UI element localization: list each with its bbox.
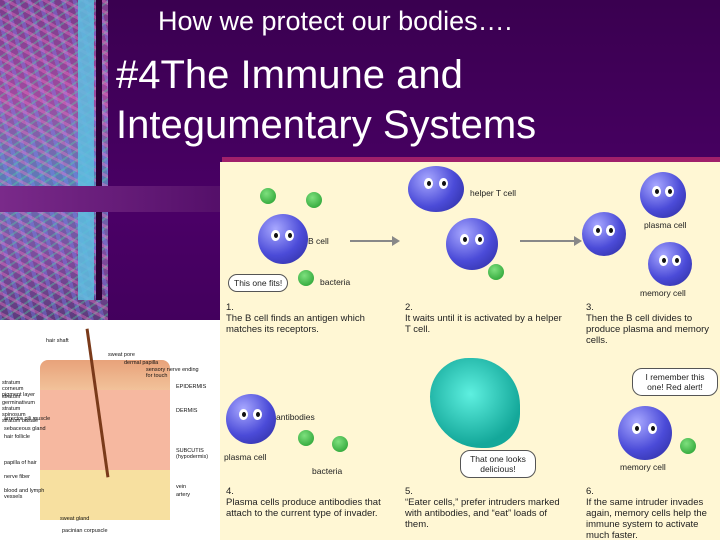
slide-title: #4The Immune and Integumentary Systems [116,50,716,150]
label-subcutis: SUBCUTIS (hypodermis) [176,448,209,460]
label-bacteria-1: bacteria [320,277,351,287]
bacteria-illustration [298,270,314,286]
label-vein: vein [176,484,187,490]
speech-bubble-delicious: That one looks delicious! [460,450,536,478]
label-bacteria-2: bacteria [312,466,343,476]
label-memory-cell-2: memory cell [620,462,666,472]
title-underline [222,157,720,163]
speech-bubble-remember: I remember this one! Red alert! [632,368,718,396]
helper-t-cell-illustration [408,166,464,212]
label-dermis: DERMIS [176,408,198,414]
bacteria-illustration [260,188,276,204]
immune-response-diagram: B cell bacteria This one fits! helper T … [220,162,720,540]
label-hair-shaft: hair shaft [46,338,69,344]
bacteria-illustration [298,430,314,446]
step-3-caption: 3.Then the B cell divides to produce pla… [586,302,710,346]
label-artery: artery [176,492,191,498]
label-dermal-papilla: dermal papilla [124,360,159,366]
label-papilla-of-hair: papilla of hair [4,460,37,466]
label-pacinian-corpuscle: pacinian corpuscle [62,528,108,534]
label-sweat-pore: sweat pore [108,352,135,358]
subcutis-layer-illustration [40,470,170,520]
step-5-caption: 5.“Eater cells,” prefer intruders marked… [405,486,560,530]
b-cell-waiting-illustration [446,218,498,270]
b-cell-dividing-illustration [582,212,626,256]
label-b-cell: B cell [308,236,329,246]
bacteria-illustration [680,438,696,454]
label-sweat-gland: sweat gland [60,516,90,522]
arrow-step1-to-2 [350,236,400,246]
label-helper-t-cell: helper T cell [470,188,516,198]
step-1-caption: 1.The B cell finds an antigen which matc… [226,302,365,335]
label-plasma-cell-1: plasma cell [644,220,687,230]
plasma-cell-antibody-illustration [226,394,276,444]
label-stratum-corneum: stratum corneum pigment layer [2,380,36,398]
arrow-step2-to-3 [520,236,582,246]
bacteria-illustration [306,192,322,208]
slide-title-line-1: #4The Immune and [116,53,463,97]
label-plasma-cell-2: plasma cell [224,452,267,462]
memory-cell-alert-illustration [618,406,672,460]
label-epidermis: EPIDERMIS [176,384,207,390]
epidermis-layer-illustration [40,360,170,390]
speech-bubble-fits: This one fits! [228,274,289,292]
step-4-caption: 4.Plasma cells produce antibodies that a… [226,486,381,519]
label-nerve-fiber: nerve fiber [4,474,30,480]
slide-title-line-2: Integumentary Systems [116,103,537,147]
memory-cell-illustration [648,242,692,286]
label-stratum-germinativum: stratum germinativum stratum spinosum st… [2,394,39,424]
label-arrector-pili: arrector pili muscle [4,416,51,422]
slide-subtitle: How we protect our bodies…. [158,6,513,36]
eater-cell-illustration [430,358,520,448]
b-cell-illustration [258,214,308,264]
step-2-caption: 2.It waits until it is activated by a he… [405,302,562,335]
step-6-caption: 6.If the same intruder invades again, me… [586,486,707,540]
plasma-cell-illustration [640,172,686,218]
bacteria-illustration [332,436,348,452]
label-memory-cell-1: memory cell [640,288,686,298]
label-sensory-nerve: sensory nerve ending for touch [146,367,199,379]
label-antibodies: antibodies [276,412,315,422]
label-blood-lymph-vessels: blood and lymph vessels [4,488,45,500]
bacteria-illustration [488,264,504,280]
decorative-vertical-bar [78,0,94,300]
skin-cross-section-diagram: hair shaft sweat pore dermal papilla sen… [0,320,220,540]
label-hair-follicle: hair follicle [4,434,30,440]
label-sebaceous-gland: sebaceous gland [4,426,46,432]
decorative-vertical-divider [96,0,102,300]
